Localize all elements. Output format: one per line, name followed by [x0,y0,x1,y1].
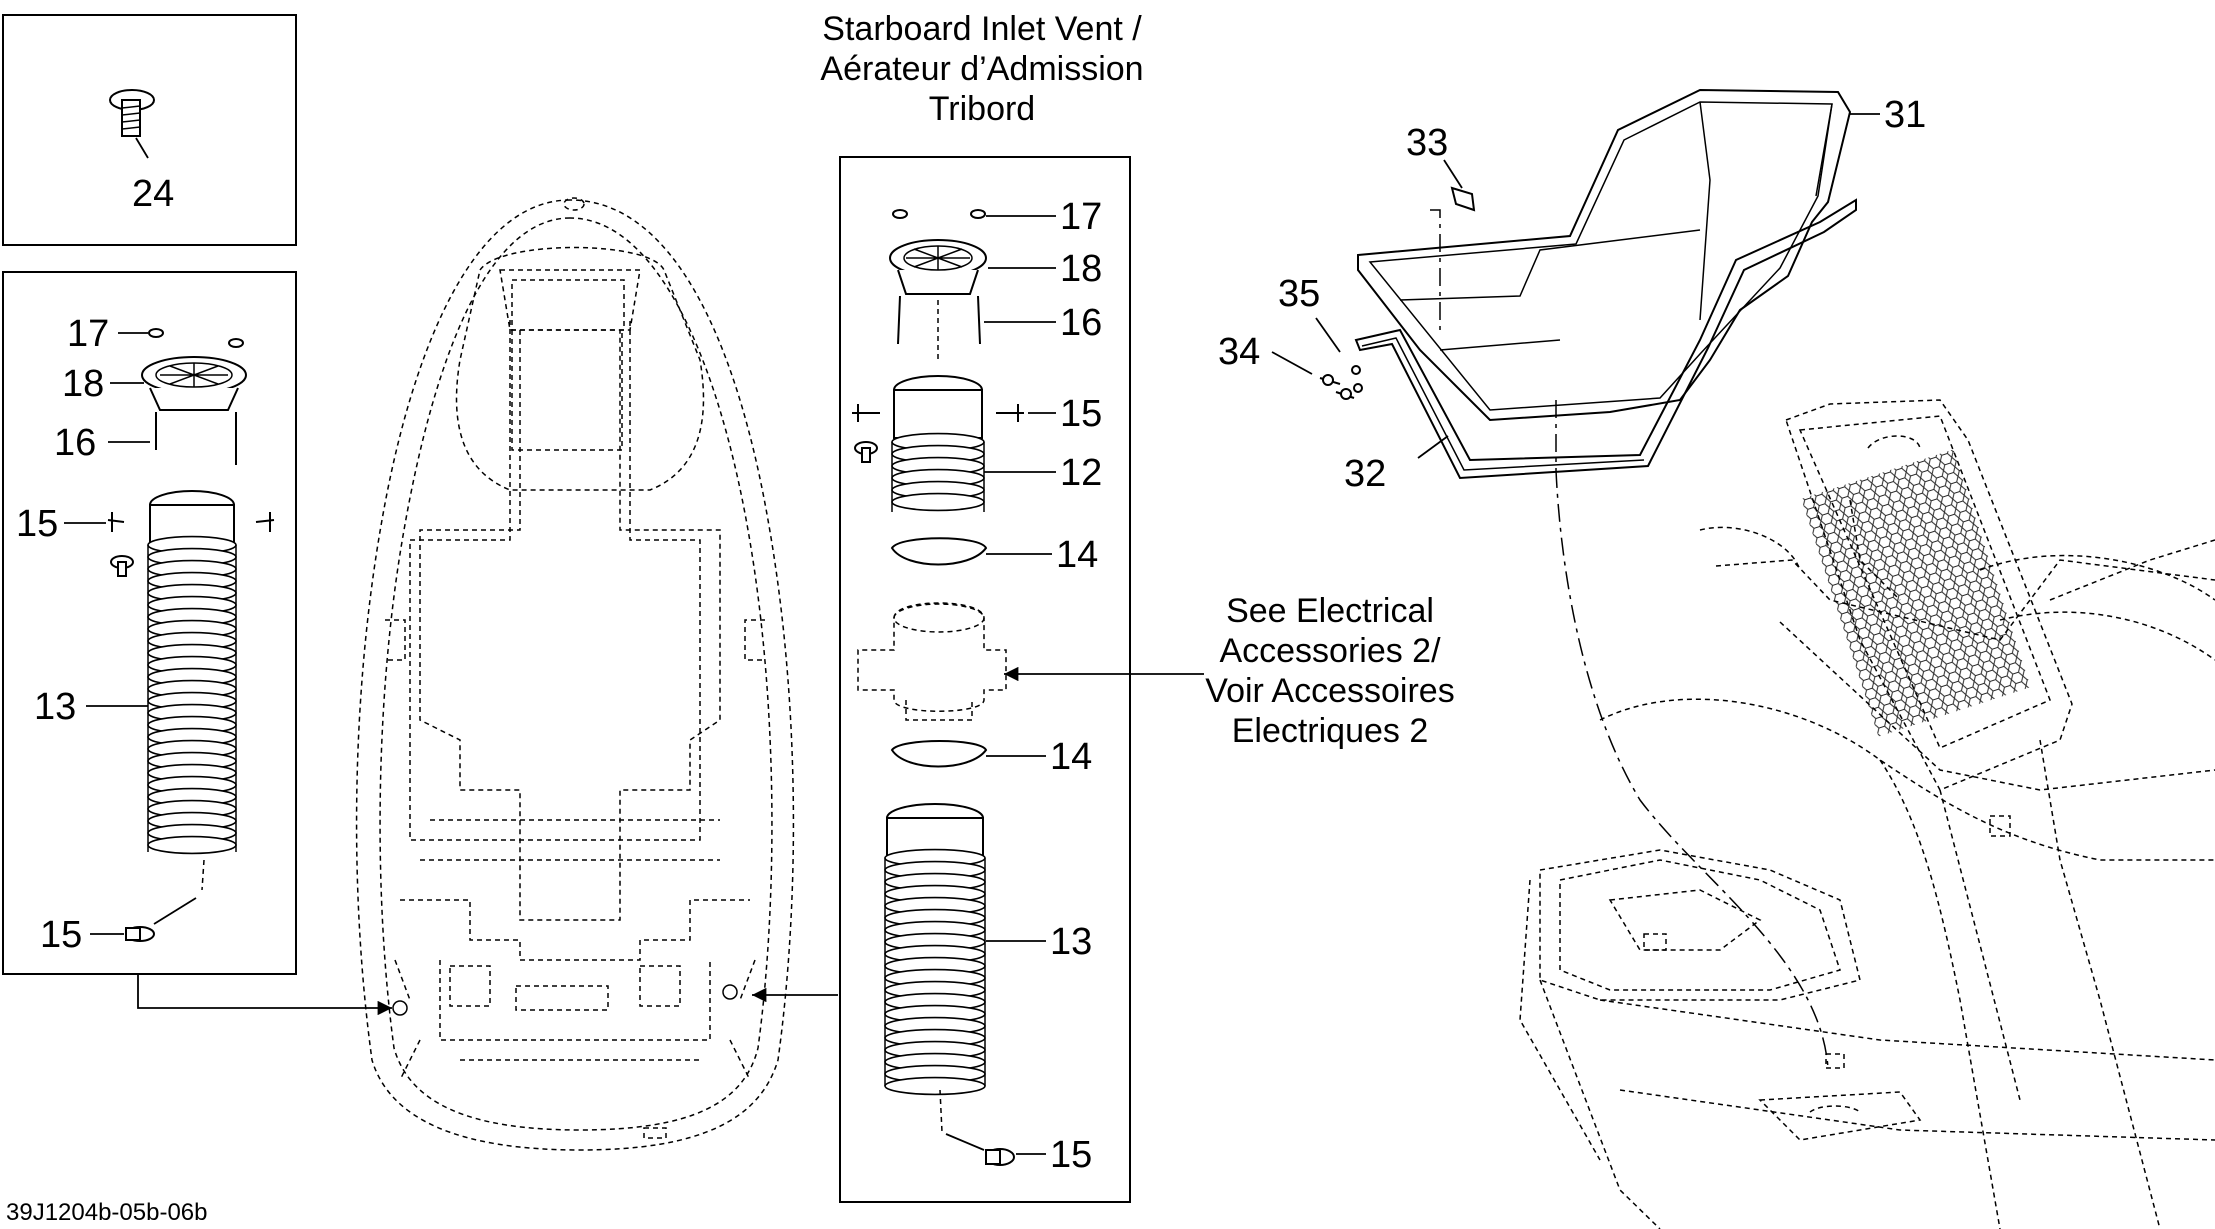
storage-bin-assembly: 31 33 35 34 32 [1218,88,1926,495]
part-number-17: 17 [1060,196,1102,238]
part-number-15: 15 [16,503,58,545]
part-number-16: 16 [1060,302,1102,344]
hose-outline [891,442,985,512]
clip-15 [107,512,125,532]
part-number-18: 18 [62,363,104,405]
seal-ring-14 [890,537,988,566]
drawing-code: 39J1204b-05b-06b [6,1199,208,1226]
screw-icon [109,89,155,137]
seal-ring-14 [890,740,988,768]
hull-outline [355,197,795,1151]
part-number-15: 15 [1050,1134,1092,1176]
part-number-24: 24 [132,173,174,215]
washer-17 [970,209,986,219]
hose-outline [884,858,986,1086]
part-number-14: 14 [1056,534,1098,576]
tube-12 [891,375,985,512]
screw-icon [125,926,155,942]
washer-17 [892,209,908,219]
clip-15 [996,404,1024,422]
title-line-3: Tribord [929,90,1035,128]
connector-body [857,602,1007,721]
part-number-34: 34 [1218,331,1260,373]
vent-grille-18 [889,239,987,295]
screw-icon [110,555,134,577]
washer-17 [148,328,164,338]
deck-phantom-view [1519,399,2215,1229]
screw-icon [854,441,878,463]
note-line-4: Electriques 2 [1232,712,1429,750]
screw-16 [897,295,981,345]
screw-34 [1340,388,1352,400]
hose-rib [891,492,985,512]
starboard-vent-inset: Starboard Inlet Vent / Aérateur d’Admiss… [752,10,1144,1203]
part-number-16: 16 [54,422,96,464]
screw-icon [985,1148,1015,1166]
part-number-17: 17 [67,313,109,355]
part-number-33: 33 [1406,122,1448,164]
part-number-13: 13 [34,686,76,728]
title-line-2: Aérateur d’Admission [820,50,1143,88]
note-line-3: Voir Accessoires [1205,672,1454,710]
screw-34 [1322,374,1334,386]
part-number-15: 15 [40,914,82,956]
electrical-reference-note: See Electrical Accessories 2/ Voir Acces… [1004,592,1455,750]
screw-16 [155,412,237,465]
part-number-35: 35 [1278,273,1320,315]
strap-33 [1450,186,1476,212]
washer-17 [228,338,244,348]
hose-rib [884,1076,986,1096]
part-number-32: 32 [1344,453,1386,495]
part-number-31: 31 [1884,94,1926,136]
hose-rib [147,835,237,855]
part-number-18: 18 [1060,248,1102,290]
hose-outline [147,545,237,852]
part-number-13: 13 [1050,921,1092,963]
port-vent-inset: 17 18 16 15 13 15 [2,271,392,1016]
screw-24-inset: 24 [2,14,297,246]
part-number-12: 12 [1060,452,1102,494]
washer-35 [1353,383,1363,393]
part-number-15: 15 [1060,393,1102,435]
clip-15 [255,512,275,532]
hose-13 [147,490,237,891]
vent-grille-18 [141,356,247,411]
title-line-1: Starboard Inlet Vent / [822,10,1142,48]
note-line-1: See Electrical [1226,592,1434,630]
hose-13 [884,803,986,1096]
clip-15 [852,404,880,422]
part-number-14: 14 [1050,736,1092,778]
washer-35 [1351,365,1361,375]
note-line-2: Accessories 2/ [1219,632,1441,670]
